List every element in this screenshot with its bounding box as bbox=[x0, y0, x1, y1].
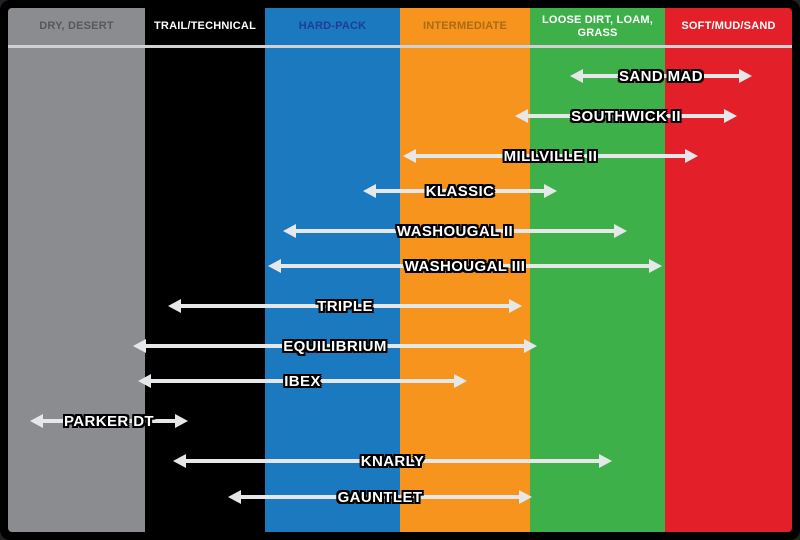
right-arrowhead-icon bbox=[544, 184, 557, 198]
double-arrow-line bbox=[148, 379, 457, 383]
tire-label: IBEX bbox=[284, 372, 321, 390]
terrain-column-dry-desert: DRY, DESERT bbox=[8, 8, 145, 532]
double-arrow-line bbox=[525, 114, 727, 118]
tire-row-klassic: KLASSIC bbox=[363, 178, 557, 204]
right-arrowhead-icon bbox=[524, 339, 537, 353]
left-arrowhead-icon bbox=[570, 69, 583, 83]
right-arrowhead-icon bbox=[649, 259, 662, 273]
column-header-intermediate: INTERMEDIATE bbox=[422, 20, 508, 33]
left-arrowhead-icon bbox=[228, 490, 241, 504]
header-divider-line bbox=[8, 45, 792, 48]
tire-row-washougal-ii: WASHOUGAL II bbox=[283, 218, 627, 244]
right-arrowhead-icon bbox=[739, 69, 752, 83]
double-arrow-line bbox=[40, 419, 178, 423]
right-arrowhead-icon bbox=[519, 490, 532, 504]
tire-label: WASHOUGAL III bbox=[404, 257, 526, 275]
left-arrowhead-icon bbox=[268, 259, 281, 273]
left-arrowhead-icon bbox=[138, 374, 151, 388]
tire-rows: SAND MAD SOUTHWICK II MILLVILLE II KLASSIC W… bbox=[8, 8, 792, 532]
terrain-column-trail-technical: TRAIL/TECHNICAL bbox=[145, 8, 265, 532]
tire-label: SAND MAD bbox=[618, 67, 704, 85]
tire-row-sand-mad: SAND MAD bbox=[570, 63, 752, 89]
right-arrowhead-icon bbox=[509, 299, 522, 313]
tire-row-gauntlet: GAUNTLET bbox=[228, 484, 532, 510]
right-arrowhead-icon bbox=[599, 454, 612, 468]
column-header-trail-technical: TRAIL/TECHNICAL bbox=[154, 20, 256, 33]
tire-label: KLASSIC bbox=[425, 182, 495, 200]
right-arrowhead-icon bbox=[454, 374, 467, 388]
tire-label: PARKER DT bbox=[64, 412, 154, 430]
double-arrow-line bbox=[413, 154, 688, 158]
left-arrowhead-icon bbox=[133, 339, 146, 353]
left-arrowhead-icon bbox=[168, 299, 181, 313]
tire-row-triple: TRIPLE bbox=[168, 293, 522, 319]
tire-label: KNARLY bbox=[360, 452, 425, 470]
double-arrow-line bbox=[238, 495, 522, 499]
double-arrow-line bbox=[183, 459, 602, 463]
left-arrowhead-icon bbox=[515, 109, 528, 123]
column-header-loose-dirt-loam-grass: LOOSE DIRT, LOAM, GRASS bbox=[542, 13, 653, 39]
terrain-column-intermediate: INTERMEDIATE bbox=[400, 8, 530, 532]
right-arrowhead-icon bbox=[614, 224, 627, 238]
tire-label: EQUILIBRIUM bbox=[283, 337, 387, 355]
tire-label: WASHOUGAL II bbox=[396, 222, 514, 240]
left-arrowhead-icon bbox=[283, 224, 296, 238]
tire-label: GAUNTLET bbox=[337, 488, 423, 506]
terrain-column-hard-pack: HARD-PACK bbox=[265, 8, 400, 532]
tire-row-ibex: IBEX bbox=[138, 368, 467, 394]
tire-row-washougal-iii: WASHOUGAL III bbox=[268, 253, 662, 279]
terrain-columns: DRY, DESERT TRAIL/TECHNICAL HARD-PACK INTER… bbox=[8, 8, 792, 532]
tire-row-millville-ii: MILLVILLE II bbox=[403, 143, 698, 169]
tire-label: MILLVILLE II bbox=[503, 147, 598, 165]
column-header-hard-pack: HARD-PACK bbox=[298, 20, 367, 33]
column-header-dry-desert: DRY, DESERT bbox=[39, 20, 114, 33]
double-arrow-line bbox=[178, 304, 512, 308]
chart-board: DRY, DESERT TRAIL/TECHNICAL HARD-PACK INTER… bbox=[8, 8, 792, 532]
left-arrowhead-icon bbox=[30, 414, 43, 428]
tire-row-knarly: KNARLY bbox=[173, 448, 612, 474]
tire-label: TRIPLE bbox=[317, 297, 373, 315]
double-arrow-line bbox=[580, 74, 742, 78]
tire-row-southwick-ii: SOUTHWICK II bbox=[515, 103, 737, 129]
right-arrowhead-icon bbox=[175, 414, 188, 428]
right-arrowhead-icon bbox=[685, 149, 698, 163]
tire-label: SOUTHWICK II bbox=[571, 107, 681, 125]
tire-row-parker-dt: PARKER DT bbox=[30, 408, 188, 434]
double-arrow-line bbox=[143, 344, 527, 348]
left-arrowhead-icon bbox=[403, 149, 416, 163]
tire-row-equilibrium: EQUILIBRIUM bbox=[133, 333, 537, 359]
double-arrow-line bbox=[293, 229, 617, 233]
terrain-column-soft-mud-sand: SOFT/MUD/SAND bbox=[665, 8, 792, 532]
double-arrow-line bbox=[373, 189, 547, 193]
terrain-column-loose-dirt-loam-grass: LOOSE DIRT, LOAM, GRASS bbox=[530, 8, 665, 532]
left-arrowhead-icon bbox=[173, 454, 186, 468]
column-header-soft-mud-sand: SOFT/MUD/SAND bbox=[681, 20, 776, 33]
left-arrowhead-icon bbox=[363, 184, 376, 198]
right-arrowhead-icon bbox=[724, 109, 737, 123]
double-arrow-line bbox=[278, 264, 652, 268]
